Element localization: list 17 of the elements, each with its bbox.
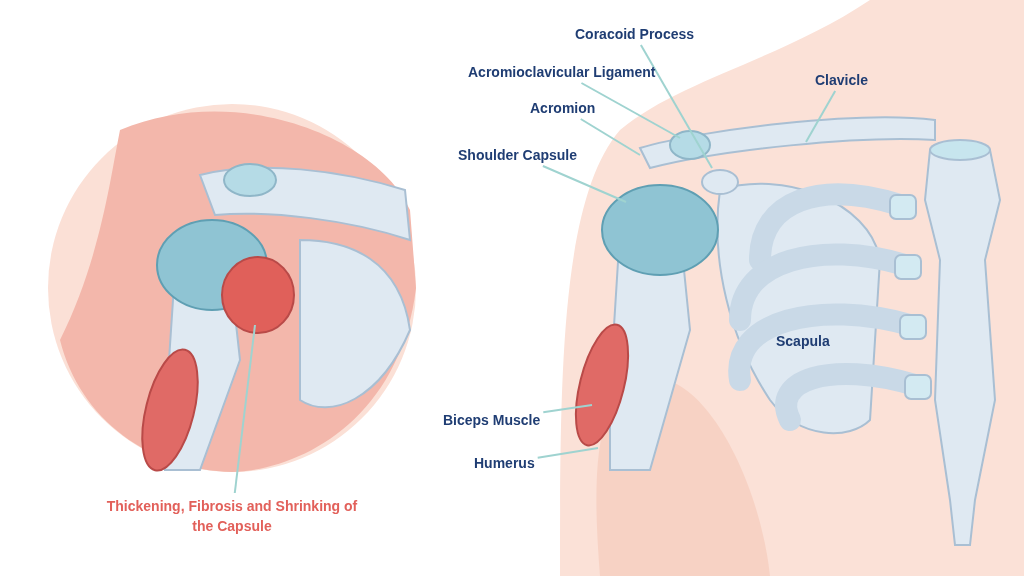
part-label: Acromioclavicular Ligament: [468, 64, 656, 80]
part-label: Humerus: [474, 455, 535, 471]
callout-text: Thickening, Fibrosis and Shrinking of the Capsule: [97, 496, 367, 536]
leader-line: [233, 324, 256, 494]
leader-line: [579, 118, 641, 156]
leader-line: [536, 447, 599, 459]
leader-line: [541, 165, 627, 203]
leader-line: [639, 44, 713, 169]
leader-line: [580, 82, 681, 139]
part-label: Biceps Muscle: [443, 412, 541, 428]
part-label: Acromion: [530, 100, 596, 116]
part-label: Scapula: [776, 333, 830, 349]
leader-line: [542, 404, 593, 414]
part-label: Shoulder Capsule: [458, 147, 578, 163]
part-label: Coracoid Process: [575, 26, 695, 42]
leader-line: [805, 90, 837, 143]
part-label: Clavicle: [815, 72, 868, 88]
